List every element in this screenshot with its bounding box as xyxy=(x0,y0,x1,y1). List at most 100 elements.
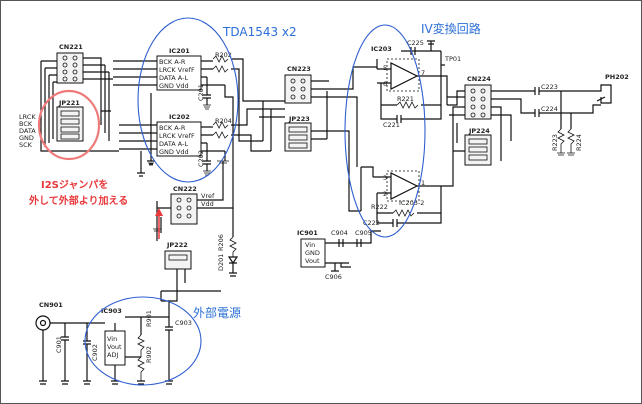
cn223-label: CN223 xyxy=(287,65,311,73)
output-capacitors: C223 C224 R223 R224 xyxy=(534,83,583,153)
r202-label: R202 xyxy=(215,51,232,59)
cn222-label: CN222 xyxy=(173,185,197,193)
cn224-connector: CN224 xyxy=(464,75,492,120)
ph202-label: PH202 xyxy=(605,73,629,81)
cn901-power-input: CN901 C901 C902 xyxy=(35,301,105,385)
ic202-ref: IC202 xyxy=(169,113,190,121)
cn224-label: CN224 xyxy=(467,75,491,83)
i2s-note-line1: I2Sジャンパを xyxy=(41,179,108,191)
jp224-jumper: JP224 xyxy=(464,127,492,166)
d201-label: D201 xyxy=(217,254,225,271)
ic201-pin-row2: LRCK VrefF xyxy=(159,66,195,74)
signal-data: DATA xyxy=(19,127,36,135)
signal-bck: BCK xyxy=(19,120,33,128)
ic201-tda1543: IC201 BCK A-R LRCK VrefF DATA A-L GND Vd… xyxy=(156,47,202,91)
ic202-pin-row3: DATA A-L xyxy=(159,140,188,148)
cn901-label: CN901 xyxy=(39,301,63,309)
cn222-connector: CN222 Vref Vdd xyxy=(170,185,215,225)
tda1543-highlight-circle xyxy=(137,17,239,183)
ic201-ref: IC201 xyxy=(169,47,190,55)
ic203-opamp-lower: 3 2 1 R222 IC203-2 C222 xyxy=(360,166,442,227)
cn223-connector: CN223 xyxy=(284,65,312,104)
ic202-pin-row2: LRCK VrefF xyxy=(159,132,195,140)
r902-label: R902 xyxy=(145,346,153,363)
jp222-label: JP222 xyxy=(166,241,188,249)
r901-label: R901 xyxy=(145,310,153,327)
dac-output-network: R202 R204 C201 C202 xyxy=(137,51,271,177)
opamp-pin-1: 1 xyxy=(421,179,425,187)
c225-label: C225 xyxy=(407,39,424,47)
ic203-ref: IC203 xyxy=(371,45,392,53)
ic903-pin-vout: Vout xyxy=(107,343,122,351)
i2s-note-line2: 外して外部より加える xyxy=(28,194,128,207)
ic201-pin-row1: BCK A-R xyxy=(159,58,186,66)
i2s-bus-wires xyxy=(40,57,157,152)
ic903-adjustable-regulator: IC903 Vin Vout ADJ R901 R902 C903 xyxy=(101,301,192,385)
c201-label: C201 xyxy=(197,84,205,101)
r221-label: R221 xyxy=(397,95,414,103)
ic901-ref: IC901 xyxy=(297,229,318,237)
jp223-jumper: JP223 xyxy=(284,115,312,152)
opamp-pin-3: 3 xyxy=(383,174,387,182)
r206-d201-branch: R206 D201 xyxy=(217,234,239,277)
c222-label: C222 xyxy=(363,219,380,227)
signal-lrck: LRCK xyxy=(19,113,36,121)
ic901-pin-vout: Vout xyxy=(305,257,320,265)
r204-label: R204 xyxy=(215,117,232,125)
ic903-pin-vin: Vin xyxy=(107,335,117,343)
r224-label: R224 xyxy=(575,134,583,151)
ic202-pin-row4: GND Vdd xyxy=(159,148,189,156)
opamp-pin-2: 2 xyxy=(383,190,387,198)
signal-sck: SCK xyxy=(19,141,33,149)
ic203-2-ref: IC203-2 xyxy=(399,199,424,207)
ph202-jack: PH202 xyxy=(571,73,629,114)
r206-label: R206 xyxy=(217,234,225,251)
c202-label: C202 xyxy=(197,150,205,167)
c224-label: C224 xyxy=(541,105,558,113)
ic901-regulator: IC901 Vin GND Vout C904 C905 C906 xyxy=(297,229,381,281)
i2s-jumper-highlight-circle xyxy=(37,89,101,161)
ic903-ref: IC903 xyxy=(101,307,122,315)
i2s-signal-labels: LRCK BCK DATA GND SCK xyxy=(19,113,36,149)
c904-label: C904 xyxy=(331,229,348,237)
ic202-tda1543: IC202 BCK A-R LRCK VrefF DATA A-L GND Vd… xyxy=(156,113,202,157)
c906-label: C906 xyxy=(325,273,342,281)
opamp-pin-6: 6 xyxy=(383,80,387,88)
vdd-label: Vdd xyxy=(201,200,214,208)
external-power-highlight-circle xyxy=(84,296,202,386)
c905-label: C905 xyxy=(355,229,372,237)
ic903-pin-adj: ADJ xyxy=(107,351,118,359)
r223-label: R223 xyxy=(551,134,559,151)
ic901-pin-vin: Vin xyxy=(305,241,315,249)
jp221-jumper: JP221 xyxy=(56,99,84,142)
iv-converter-annotation: IV変換回路 xyxy=(421,21,481,36)
jp222-jumper: JP222 xyxy=(161,208,234,302)
ic201-pin-row4: GND Vdd xyxy=(159,82,189,90)
c901-label: C901 xyxy=(55,336,63,353)
opamp-pin-7: 7 xyxy=(421,69,425,77)
c223-label: C223 xyxy=(541,83,558,91)
ic202-pin-row1: BCK A-R xyxy=(159,124,186,132)
tda1543-annotation: TDA1543 x2 xyxy=(222,25,297,39)
signal-gnd: GND xyxy=(19,134,34,142)
opamp-pin-5: 5 xyxy=(383,64,387,72)
ic201-pin-row3: DATA A-L xyxy=(159,74,188,82)
jp221-label: JP221 xyxy=(58,99,80,107)
red-arrow-indicator xyxy=(155,208,163,239)
cn221-label: CN221 xyxy=(59,43,83,51)
vref-label: Vref xyxy=(201,192,215,200)
r222-label: R222 xyxy=(371,203,388,211)
ic901-pin-gnd: GND xyxy=(305,249,320,257)
ic203-opamp-upper: IC203 5 6 7 R221 C221 C225 TP01 xyxy=(371,39,461,129)
jp223-label: JP223 xyxy=(288,115,310,123)
c903-label: C903 xyxy=(175,319,192,327)
jp224-label: JP224 xyxy=(468,127,490,135)
c221-label: C221 xyxy=(383,121,400,129)
iv-converter-highlight-circle xyxy=(344,24,426,238)
external-power-annotation: 外部電源 xyxy=(193,305,241,320)
tp01-label: TP01 xyxy=(444,55,461,63)
c902-label: C902 xyxy=(91,344,99,361)
cn221-connector: CN221 xyxy=(56,43,84,84)
